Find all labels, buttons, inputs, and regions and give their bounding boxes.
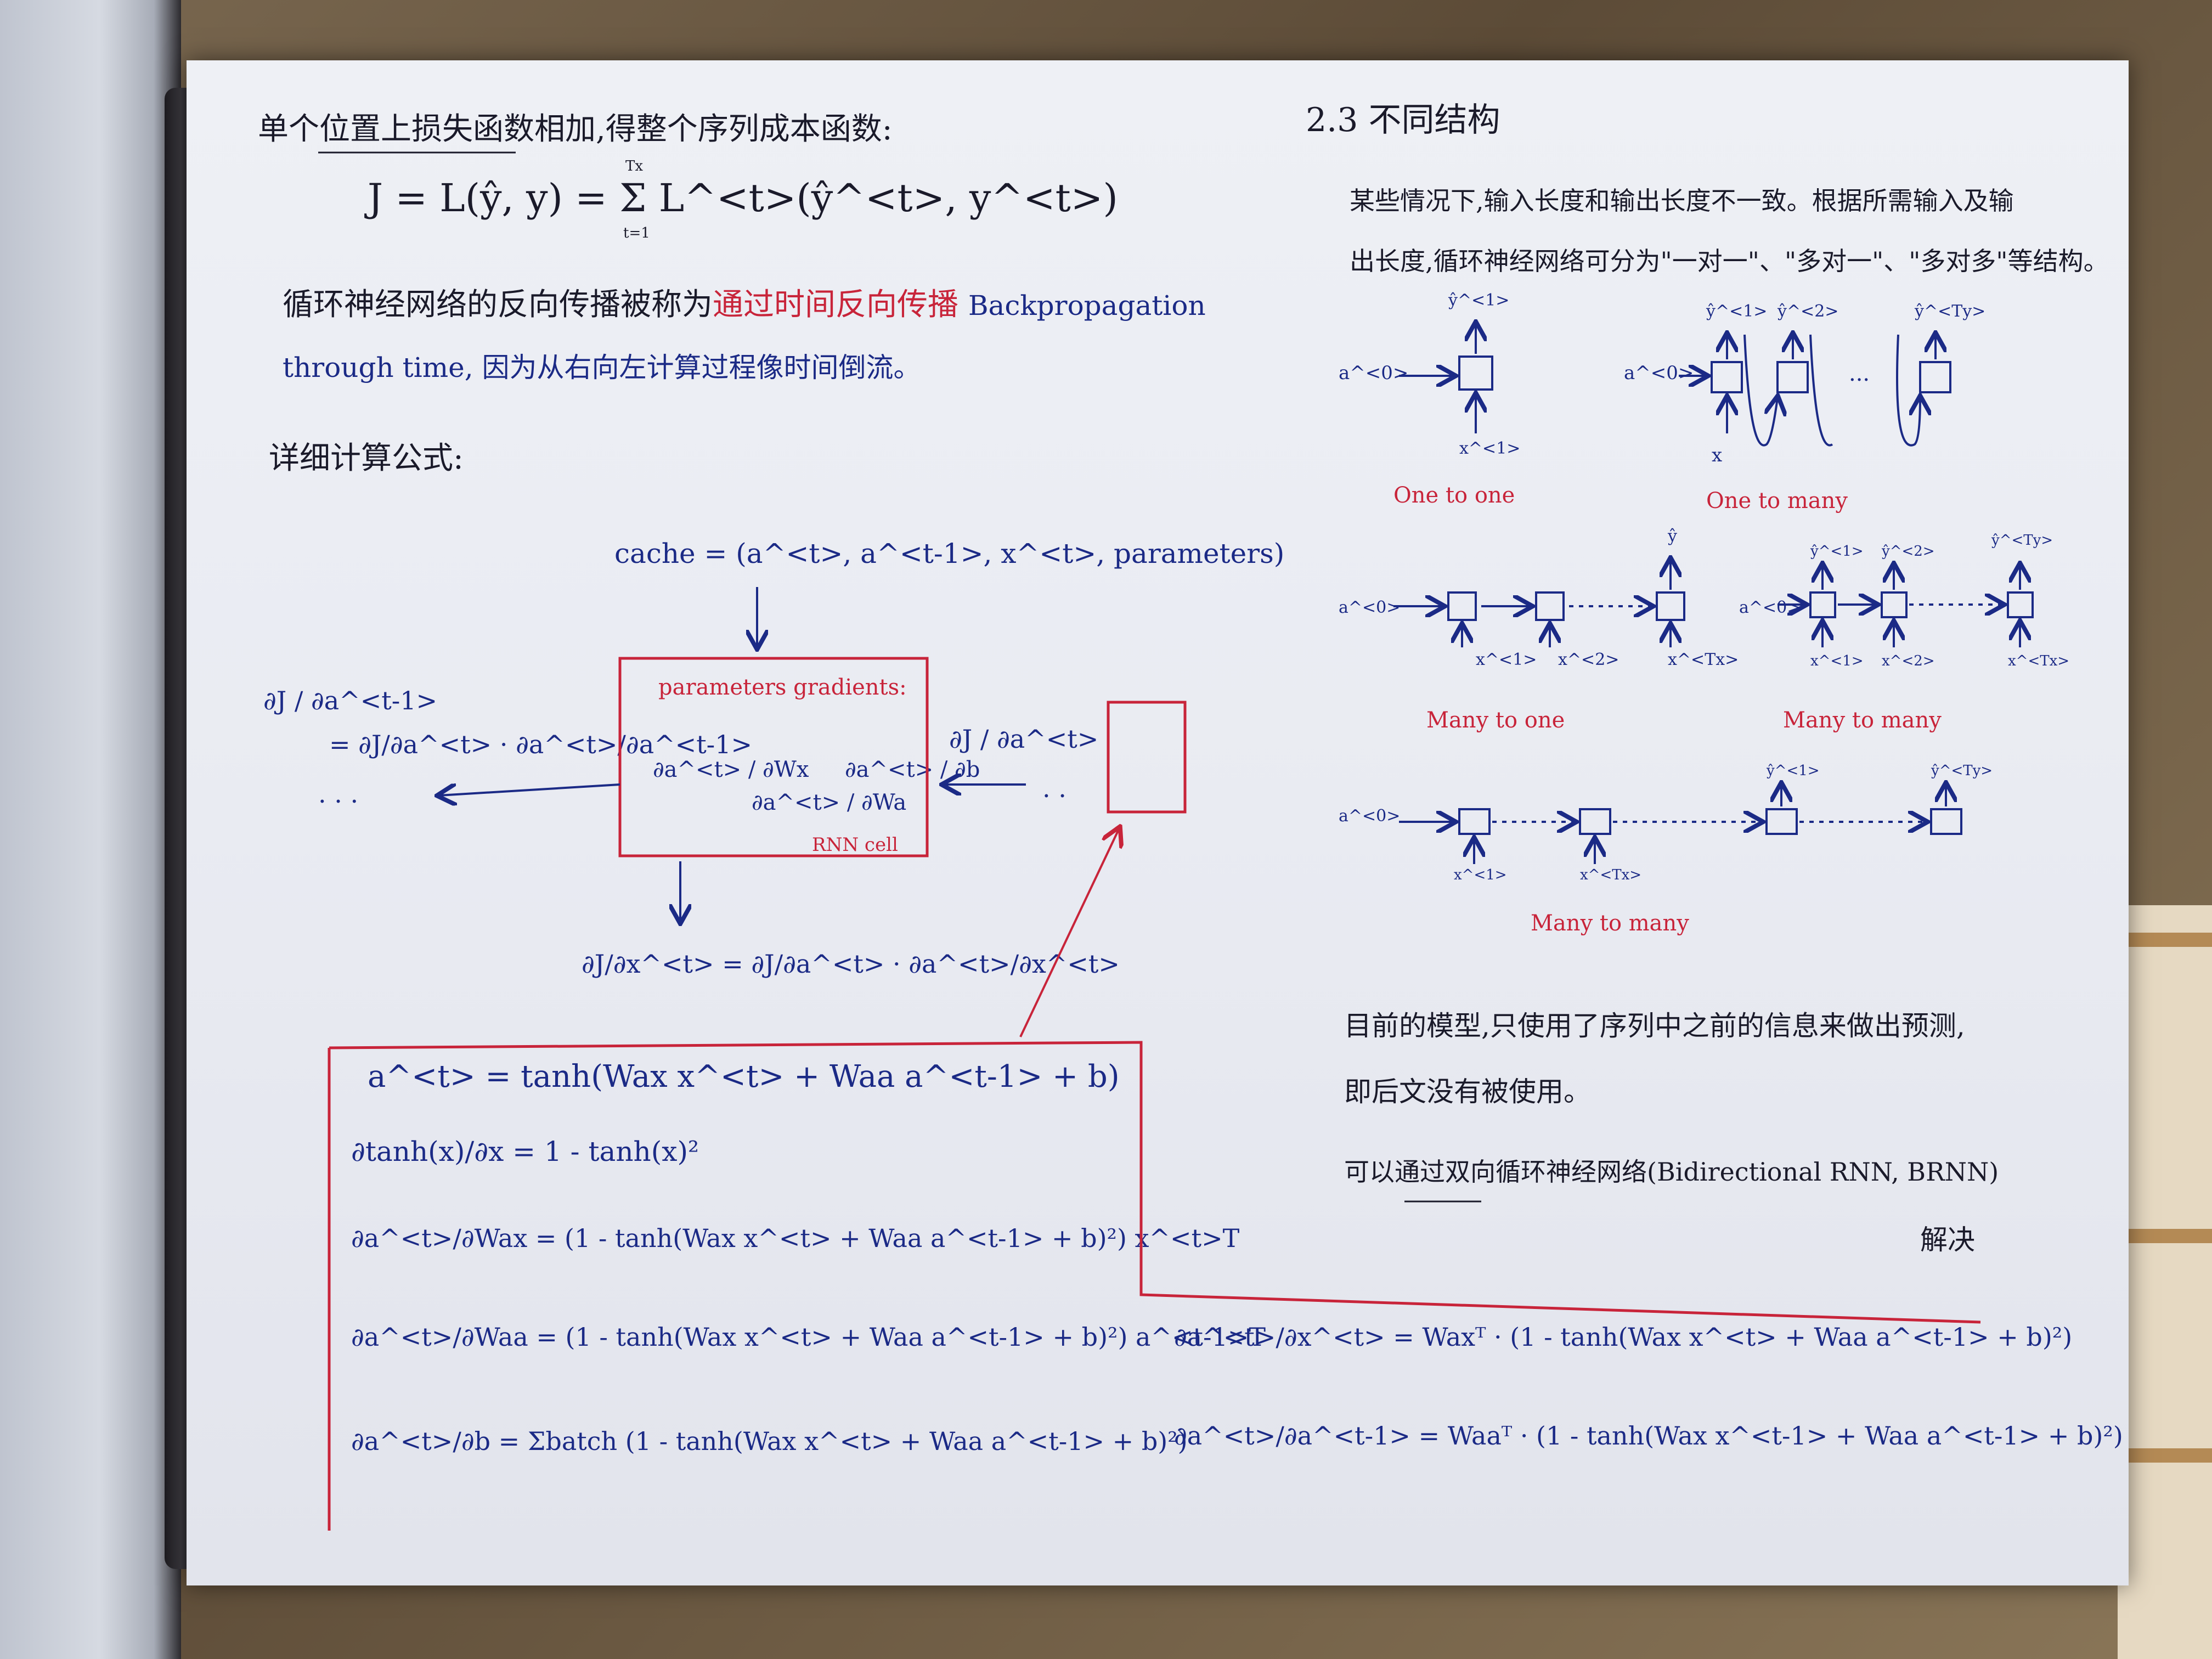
para2-line1: 目前的模型,只使用了序列中之前的信息来做出预测, xyxy=(1344,1010,1965,1042)
section-title: 2.3 不同结构 xyxy=(1306,101,1500,139)
y1-label-5: ŷ^<1> xyxy=(1767,763,1820,779)
table-seam xyxy=(2118,933,2212,947)
x1-label-3: x^<1> xyxy=(1476,650,1537,669)
dJ-da-input: ∂J / ∂a^<t> xyxy=(949,724,1099,754)
many-to-one-label: Many to one xyxy=(1426,708,1565,733)
a0-label-2: a^<0> xyxy=(1624,362,1694,384)
formula-da-dwaa: ∂a^<t>/∂Waa = (1 - tanh(Wax x^<t> + Waa … xyxy=(351,1322,1266,1352)
one-to-one-label: One to one xyxy=(1393,483,1515,508)
right-ellipsis: . . xyxy=(1042,774,1066,803)
x1-label-4: x^<1> xyxy=(1810,653,1864,669)
next-cell-box xyxy=(1107,701,1187,814)
hand-drawn-lines xyxy=(318,151,2034,1531)
y1-label-2: ŷ^<1> xyxy=(1706,302,1768,321)
many-to-many-label-2: Many to many xyxy=(1531,911,1689,936)
x2-label-4: x^<2> xyxy=(1882,653,1935,669)
cost-function: J = L(ŷ, y) = Σ L^<t>(ŷ^<t>, y^<t>) xyxy=(368,176,1118,221)
dJ-dx: ∂J/∂x^<t> = ∂J/∂a^<t> · ∂a^<t>/∂x^<t> xyxy=(582,949,1120,979)
xTx-label-3: x^<Tx> xyxy=(1668,650,1739,669)
para2-solve: 解决 xyxy=(1920,1224,1975,1256)
a0-label-5: a^<0> xyxy=(1339,806,1401,826)
bptt-sentence-2: through time, 因为从右向左计算过程像时间倒流。 xyxy=(283,352,921,383)
grad-wx: ∂a^<t> / ∂Wx xyxy=(653,757,809,782)
one-to-one-diagram xyxy=(1399,324,1493,433)
y1-label-4: ŷ^<1> xyxy=(1810,543,1864,560)
detail-heading: 详细计算公式: xyxy=(269,441,464,476)
y1-label: ŷ^<1> xyxy=(1448,291,1510,310)
table-surface xyxy=(2118,905,2212,1659)
y2-label: ŷ^<2> xyxy=(1778,302,1839,321)
sum-lower-limit: t=1 xyxy=(623,225,650,241)
x1-label-5: x^<1> xyxy=(1454,867,1507,883)
x2-label-3: x^<2> xyxy=(1558,650,1620,669)
rnn-cell-box xyxy=(618,657,929,857)
left-arrow xyxy=(439,783,620,795)
x-plain-label: x xyxy=(1712,444,1723,466)
bptt-english: Backpropagation xyxy=(968,290,1206,321)
xTx-label-4: x^<Tx> xyxy=(2008,653,2070,669)
rnn-cell-label: RNN cell xyxy=(812,834,898,856)
formula-a-t: a^<t> = tanh(Wax x^<t> + Waa a^<t-1> + b… xyxy=(368,1059,1120,1094)
formula-da-db: ∂a^<t>/∂b = Σbatch (1 - tanh(Wax x^<t> +… xyxy=(351,1426,1188,1456)
formula-da-daprev: ∂a^<t>/∂a^<t-1> = Waaᵀ · (1 - tanh(Wax x… xyxy=(1174,1421,2123,1451)
notebook-page: 单个位置上损失函数相加,得整个序列成本函数: J = L(ŷ, y) = Σ L… xyxy=(187,60,2129,1585)
bptt-highlight: 通过时间反向传播 xyxy=(713,287,958,323)
intro-line: 单个位置上损失函数相加,得整个序列成本函数: xyxy=(258,111,893,147)
formula-da-dx: ∂a^<t>/∂x^<t> = Waxᵀ · (1 - tanh(Wax x^<… xyxy=(1174,1322,2073,1352)
xTx-label-5: x^<Tx> xyxy=(1580,867,1642,883)
dJ-da-prev-rhs: = ∂J/∂a^<t> · ∂a^<t>/∂a^<t-1> xyxy=(329,730,753,759)
yTy-label: ŷ^<Ty> xyxy=(1915,302,1986,321)
para2-line2: 即后文没有被使用。 xyxy=(1344,1076,1591,1108)
one-to-many-label: One to many xyxy=(1706,488,1848,514)
left-page-edge xyxy=(0,0,181,1659)
bptt-sentence: 循环神经网络的反向传播被称为通过时间反向传播 Backpropagation xyxy=(283,280,1206,324)
many-to-one-diagram xyxy=(1393,560,1685,647)
table-seam xyxy=(2118,1448,2212,1463)
frame-link-arrow xyxy=(1019,828,1119,1037)
formula-dtanh: ∂tanh(x)/∂x = 1 - tanh(x)² xyxy=(351,1136,699,1167)
many-to-many-encoder-decoder-diagram xyxy=(1399,785,1962,864)
bptt-text-1: 循环神经网络的反向传播被称为 xyxy=(283,287,713,323)
para1-line2: 出长度,循环神经网络可分为"一对一"、"多对一"、"多对多"等结构。 xyxy=(1350,246,2109,276)
y2-label-4: ŷ^<2> xyxy=(1882,543,1935,560)
cache-label: cache = (a^<t>, a^<t-1>, x^<t>, paramete… xyxy=(614,538,1285,569)
table-seam xyxy=(2118,1229,2212,1243)
yTy-label-4: ŷ^<Ty> xyxy=(1991,532,2053,549)
dots-label: ··· xyxy=(1849,368,1870,393)
para1-line1: 某些情况下,输入长度和输出长度不一致。根据所需输入及输 xyxy=(1350,186,2014,216)
x1-label: x^<1> xyxy=(1459,439,1521,458)
left-ellipsis: . . . xyxy=(318,779,359,809)
y-hat-label: ŷ xyxy=(1668,527,1677,546)
many-to-many-aligned-diagram xyxy=(1778,565,2034,647)
many-to-many-label-1: Many to many xyxy=(1783,708,1942,733)
a0-label-3: a^<0> xyxy=(1339,598,1401,617)
grad-wa: ∂a^<t> / ∂Wa xyxy=(752,790,907,815)
box-title: parameters gradients: xyxy=(658,675,907,700)
para2-line3: 可以通过双向循环神经网络(Bidirectional RNN, BRNN) xyxy=(1344,1157,1999,1187)
yTy-label-5: ŷ^<Ty> xyxy=(1931,763,1993,779)
formula-frame xyxy=(328,1041,1981,1531)
a0-label: a^<0> xyxy=(1339,362,1409,384)
one-to-many-diagram xyxy=(1679,335,1951,447)
dJ-da-prev-lhs: ∂J / ∂a^<t-1> xyxy=(263,686,438,715)
formula-da-dwax: ∂a^<t>/∂Wax = (1 - tanh(Wax x^<t> + Waa … xyxy=(351,1223,1240,1253)
sum-upper-limit: Tx xyxy=(625,158,644,174)
